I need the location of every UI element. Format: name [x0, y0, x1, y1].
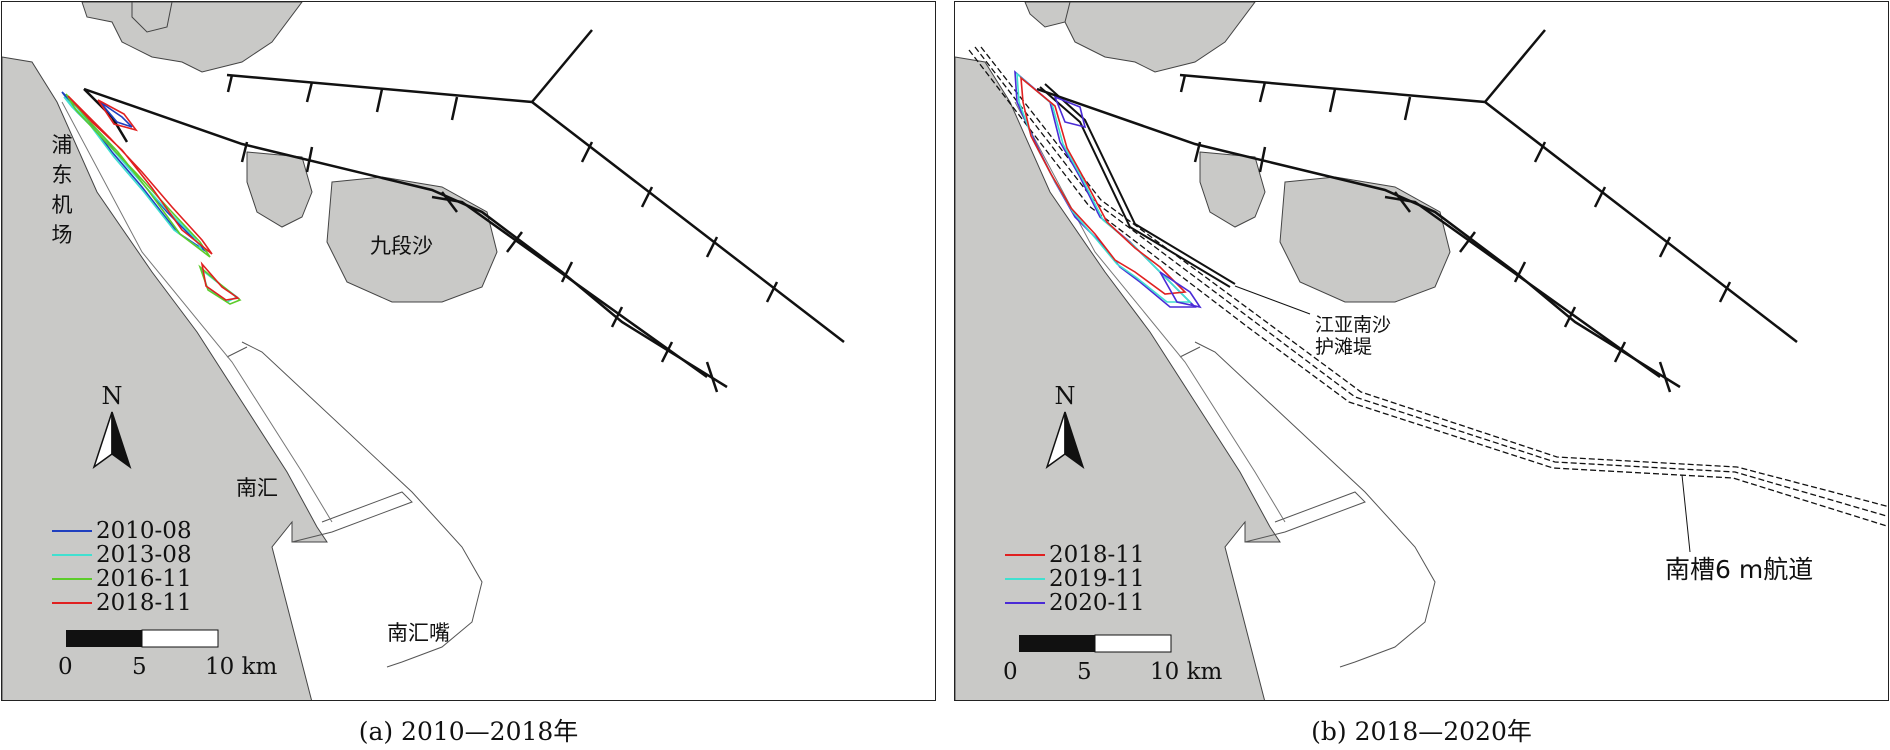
label-nanhui: 南汇 — [236, 476, 278, 500]
label-dike-line2: 护滩堤 — [1315, 336, 1373, 358]
scale-bar-a — [66, 629, 219, 648]
scale-bar-b — [1019, 634, 1172, 653]
legend-swatch — [52, 602, 92, 604]
land-north-bank — [1034, 2, 1256, 73]
nanhuizui-outline — [1194, 341, 1436, 668]
legend-label: 2018-11 — [1049, 542, 1145, 568]
scale-b-end: 10 km — [1150, 659, 1223, 685]
label-channel: 南槽6 m航道 — [1665, 555, 1814, 584]
land-small-island — [246, 151, 313, 228]
legend-swatch — [1005, 554, 1045, 556]
shoal-contours-b — [1014, 70, 1202, 309]
legend-swatch — [52, 578, 92, 580]
legend-b-item-2: 2020-11 — [1005, 591, 1145, 615]
legend-swatch — [1005, 578, 1045, 580]
legend-label: 2010-08 — [96, 518, 192, 544]
legend-a-item-2: 2016-11 — [52, 567, 192, 591]
south-jetty — [1036, 87, 1681, 393]
scale-b-zero: 0 — [1003, 659, 1018, 685]
nanhuizui-outline — [241, 341, 483, 668]
land-jiuduansha — [1279, 176, 1451, 303]
caption-panel-b: (b) 2018—2020年 — [1311, 717, 1532, 746]
legend-b-item-1: 2019-11 — [1005, 567, 1145, 591]
legend-a: 2010-08 2013-08 2016-11 2018-11 — [52, 519, 192, 615]
label-nanhuizui: 南汇嘴 — [387, 621, 450, 645]
legend-label: 2019-11 — [1049, 566, 1145, 592]
legend-a-item-3: 2018-11 — [52, 591, 192, 615]
legend-label: 2016-11 — [96, 566, 192, 592]
scale-a-mid: 5 — [132, 654, 147, 680]
legend-a-item-0: 2010-08 — [52, 519, 192, 543]
scale-b-mid: 5 — [1077, 659, 1092, 685]
south-jetty — [83, 87, 728, 393]
map-panel-a: 浦东机场 九段沙 南汇 南汇嘴 N 2010-08 2013-08 2016-1… — [1, 1, 936, 701]
legend-label: 2020-11 — [1049, 590, 1145, 616]
legend-a-item-1: 2013-08 — [52, 543, 192, 567]
land-west-bank — [2, 56, 328, 700]
legend-label: 2018-11 — [96, 590, 192, 616]
north-arrow-b — [1045, 411, 1085, 469]
dike-leader-line — [1234, 285, 1311, 315]
legend-swatch — [1005, 602, 1045, 604]
shoal-contours-a — [61, 91, 242, 305]
legend-swatch — [52, 554, 92, 556]
land-north-bank — [81, 2, 303, 73]
land-small-island — [1199, 151, 1266, 228]
land-north-island — [1024, 2, 1071, 28]
land-north-island — [131, 2, 173, 33]
nancao-channel — [968, 46, 1888, 528]
label-dike-line1: 江亚南沙 — [1315, 314, 1392, 336]
channel-leader-line — [1681, 474, 1691, 553]
north-label-b: N — [1054, 382, 1076, 410]
north-jetty — [226, 29, 845, 343]
map-panel-b: 江亚南沙 护滩堤 南槽6 m航道 N 2018-11 2019-11 2020-… — [954, 1, 1889, 701]
scale-a-zero: 0 — [58, 654, 73, 680]
coast-line — [61, 101, 333, 523]
map-b-canvas — [955, 2, 1888, 700]
legend-b-item-0: 2018-11 — [1005, 543, 1145, 567]
label-airport: 浦东机场 — [51, 133, 73, 247]
scale-a-end: 10 km — [205, 654, 278, 680]
north-jetty — [1179, 29, 1798, 343]
map-a-canvas — [2, 2, 845, 700]
legend-b: 2018-11 2019-11 2020-11 — [1005, 543, 1145, 615]
legend-swatch — [52, 530, 92, 532]
nanhui-dike-line — [226, 346, 413, 543]
land-west-bank — [955, 56, 1281, 700]
jiangyanansha-dike — [1039, 83, 1236, 288]
label-jiuduansha: 九段沙 — [370, 234, 433, 258]
caption-panel-a: (a) 2010—2018年 — [358, 717, 579, 746]
nanhui-dike-line — [1179, 346, 1366, 543]
north-arrow-a — [92, 411, 132, 469]
north-label-a: N — [101, 382, 123, 410]
legend-label: 2013-08 — [96, 542, 192, 568]
